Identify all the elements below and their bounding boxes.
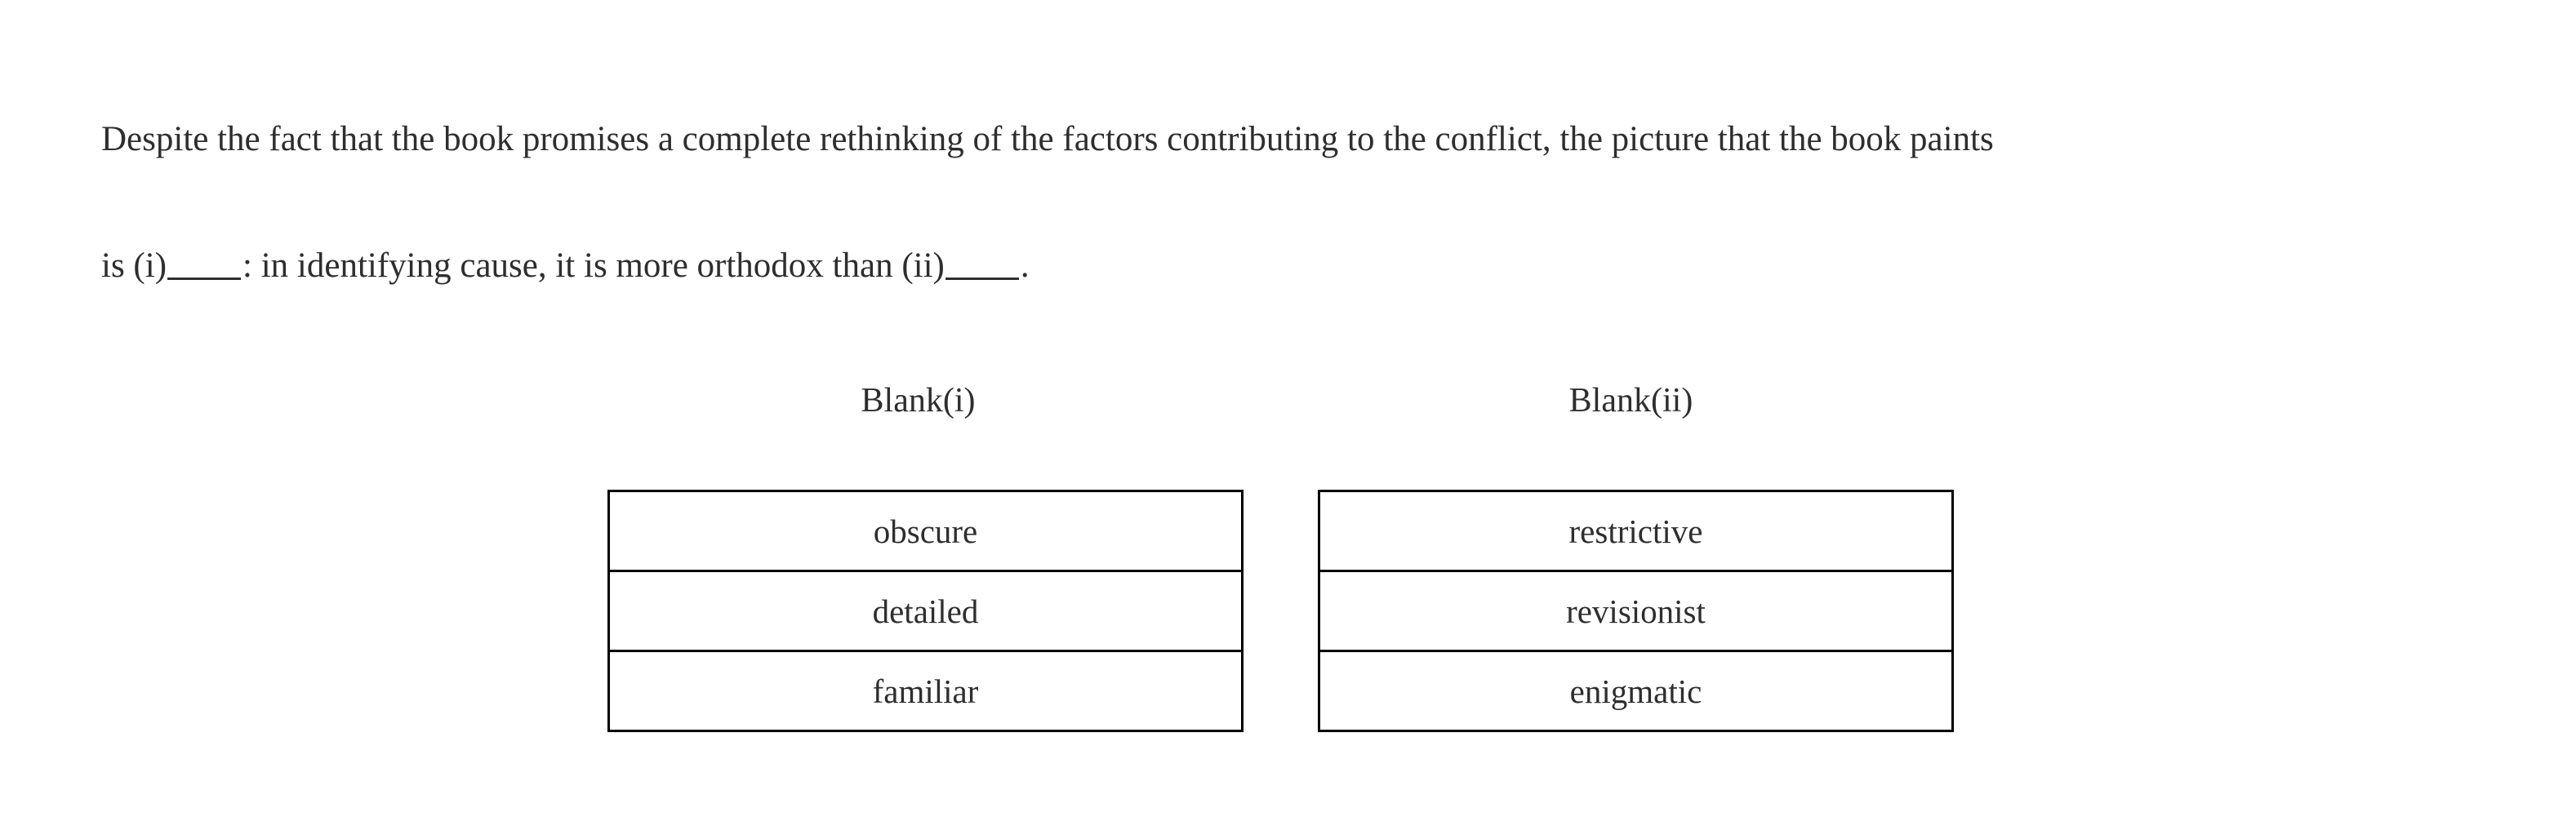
blank-i-heading: Blank(i)	[861, 382, 976, 420]
blank-i-option-1[interactable]: obscure	[607, 490, 1244, 572]
blank-group-i: Blank(i) obscure detailed familiar	[607, 384, 1244, 732]
table-row[interactable]: detailed	[607, 570, 1244, 652]
question-prompt: Despite the fact that the book promises …	[101, 34, 2494, 329]
question-line-2-segment-2: : in identifying cause, it is more ortho…	[242, 246, 945, 285]
blank-ii-option-2[interactable]: revisionist	[1318, 570, 1954, 652]
table-row[interactable]: restrictive	[1318, 490, 1954, 572]
blank-ii-choice-table: restrictive revisionist enigmatic	[1318, 490, 1954, 732]
question-line-2: is (i) : in identifying cause, it is more…	[101, 245, 2494, 287]
blank-ii-heading: Blank(ii)	[1568, 382, 1693, 420]
question-line-1: Despite the fact that the book promises …	[101, 120, 1994, 159]
table-row[interactable]: enigmatic	[1318, 650, 1954, 732]
blank-i-choice-table: obscure detailed familiar	[607, 490, 1244, 732]
table-row[interactable]: familiar	[607, 650, 1244, 732]
blank-i-option-3[interactable]: familiar	[607, 650, 1244, 732]
blank-group-ii: Blank(ii) restrictive revisionist enigma…	[1318, 384, 1954, 732]
blank-i-option-2[interactable]: detailed	[607, 570, 1244, 652]
blank-i-rule	[167, 245, 242, 280]
question-line-2-segment-1: is (i)	[101, 246, 167, 285]
blank-ii-option-3[interactable]: enigmatic	[1318, 650, 1954, 732]
question-line-2-segment-3: .	[1020, 246, 1030, 285]
blank-ii-rule	[945, 245, 1019, 280]
table-row[interactable]: obscure	[607, 490, 1244, 572]
table-row[interactable]: revisionist	[1318, 570, 1954, 652]
blank-ii-option-1[interactable]: restrictive	[1318, 490, 1954, 572]
